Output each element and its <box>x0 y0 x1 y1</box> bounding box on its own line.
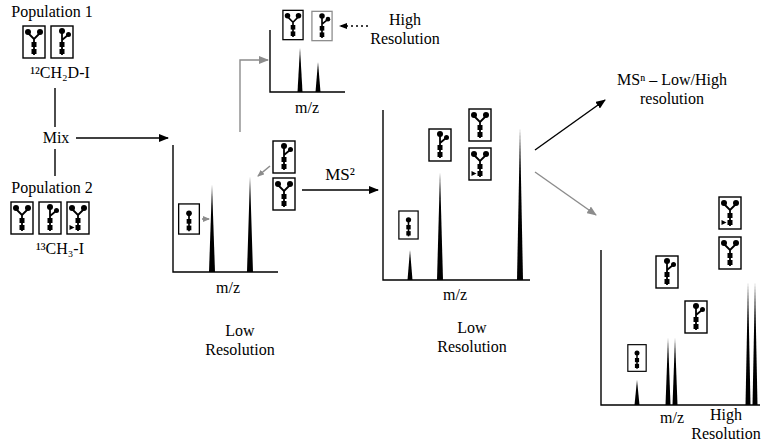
glycan-icon <box>469 109 491 141</box>
link-line <box>54 88 55 127</box>
spectrum-peak <box>316 62 321 92</box>
node-text: Population 1 <box>11 2 92 21</box>
population-group: Population 2 ¹³CH₃-I <box>0 176 112 264</box>
node-text: Low Resolution <box>427 318 517 356</box>
spectrum-plot <box>173 141 295 272</box>
glycan-icon <box>399 211 418 239</box>
pointer-arrow <box>258 166 270 176</box>
glycan-icon <box>39 202 61 234</box>
spectrum-peak <box>408 250 413 280</box>
glycan-icon <box>23 26 45 58</box>
glycan-icon <box>719 237 741 269</box>
spectrum-peak <box>517 128 523 280</box>
mix-step: Mix <box>36 127 76 149</box>
spectrum-plot <box>601 197 760 405</box>
glycan-icon <box>312 11 332 40</box>
flow-arrow <box>535 100 605 150</box>
node-text: ¹²CH₂D-I <box>30 63 90 82</box>
node-text: m/z <box>660 408 684 427</box>
spectrum-peak <box>437 172 443 280</box>
glycan-icon <box>429 129 451 161</box>
spectrum-plot <box>270 10 368 92</box>
flow-arrow <box>535 172 596 215</box>
glycan-icon <box>685 301 707 333</box>
node-text: MSⁿ – Low/High resolution <box>607 70 737 108</box>
spectrum-axis <box>173 145 278 272</box>
node-text: m/z <box>443 285 467 304</box>
spectrum-panel: m/zHigh Resolution <box>596 188 764 444</box>
spectrum-panel: m/zLow Resolution <box>378 105 535 360</box>
glycan-icon <box>283 10 303 39</box>
edge-label: MS² <box>323 165 357 185</box>
spectrum-peak <box>635 380 640 405</box>
node-text: m/z <box>295 98 319 117</box>
dotted-pointer <box>340 25 368 26</box>
glycan-icon <box>628 345 646 372</box>
msn-step: MSⁿ – Low/High resolution <box>605 68 740 112</box>
glycan-icon <box>179 204 200 234</box>
spectrum-panel: m/zLow Resolution <box>168 132 302 365</box>
node-text: m/z <box>216 278 240 297</box>
spectrum-peak <box>209 185 215 272</box>
spectrum-peak <box>298 48 303 92</box>
node-text: Mix <box>43 128 70 147</box>
spectrum-peak <box>673 338 678 405</box>
glycan-icon <box>67 202 89 234</box>
spectrum-peak <box>666 338 671 405</box>
glycan-icon <box>469 148 491 180</box>
flow-arrow <box>76 137 168 138</box>
pointer-arrow <box>202 218 209 220</box>
spectrum-axis <box>601 250 760 405</box>
spectrum-plot <box>383 109 530 280</box>
node-text: High Resolution <box>686 405 766 443</box>
glycan-icon <box>11 202 33 234</box>
node-text: Low Resolution <box>195 321 285 359</box>
flow-arrow <box>302 189 378 190</box>
node-text: Population 2 <box>11 178 92 197</box>
glycan-icon <box>656 256 678 288</box>
spectrum-peak <box>247 177 253 272</box>
glycan-icons <box>11 26 89 234</box>
spectrum-peak <box>753 282 758 405</box>
flow-arrow <box>240 60 268 132</box>
spectrum-peak <box>746 282 751 405</box>
glycan-icon <box>51 26 73 58</box>
population-group: Population 1 ¹²CH₂D-I <box>0 0 112 88</box>
spectrum-axis <box>270 30 345 92</box>
node-text: High Resolution <box>360 10 450 48</box>
glycan-icon <box>273 141 295 173</box>
spectrum-axis <box>383 110 530 280</box>
link-line <box>54 149 55 176</box>
spectrum-panel: m/zHigh Resolution <box>268 4 350 116</box>
glycan-icon <box>719 197 741 229</box>
glycan-icon <box>273 178 295 210</box>
node-text: ¹³CH₃-I <box>36 239 84 258</box>
